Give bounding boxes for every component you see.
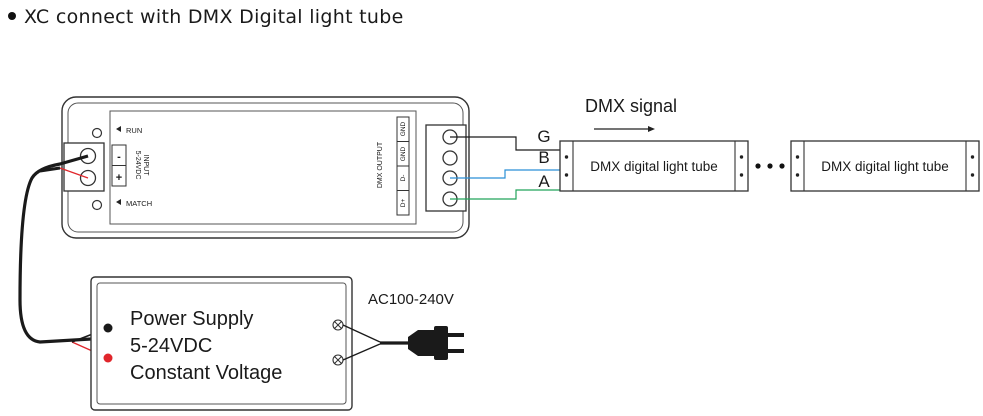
heading-text: XC connect with DMX Digital light tube <box>24 6 404 28</box>
ac-cable <box>342 324 408 361</box>
run-arrow-icon <box>116 126 121 132</box>
wire-b-label: B <box>538 148 549 167</box>
tube-2-label: DMX digital light tube <box>821 159 949 174</box>
plus-sign: + <box>116 172 122 184</box>
ac-voltage-label: AC100-240V <box>368 291 454 308</box>
output-screw-gnd-2-icon <box>442 150 458 166</box>
wire-g-label: G <box>537 127 550 146</box>
ac-terminal-n-icon <box>332 354 344 366</box>
ac-plug-icon <box>408 326 464 360</box>
wire-g <box>450 136 560 151</box>
dc-minus-terminal-icon <box>103 323 113 333</box>
input-voltage-label: 5-24VDC <box>134 151 141 180</box>
run-label: RUN <box>126 126 142 135</box>
power-supply-line2: 5-24VDC <box>130 335 212 357</box>
power-supply-line1: Power Supply <box>130 308 253 330</box>
match-led-icon <box>91 199 103 211</box>
diagram-heading: XC connect with DMX Digital light tube <box>8 6 404 28</box>
signal-arrow-icon <box>594 126 655 132</box>
xc-controller: RUN MATCH - + 5-24VDC INPUT DMX OUTPUT G… <box>61 96 470 239</box>
match-label: MATCH <box>126 199 152 208</box>
dc-plus-terminal-icon <box>103 353 113 363</box>
pin-label-gnd-1: GND <box>400 121 407 136</box>
input-label: INPUT <box>142 155 149 177</box>
wire-b <box>450 169 560 179</box>
power-supply: Power Supply 5-24VDC Constant Voltage <box>90 276 353 411</box>
pin-label-d-plus: D+ <box>400 199 407 208</box>
wire-a-label: A <box>538 172 550 191</box>
ac-terminal-l-icon <box>332 319 344 331</box>
pin-label-gnd-2: GND <box>400 146 407 161</box>
tube-1-label: DMX digital light tube <box>590 159 718 174</box>
run-led-icon <box>91 127 103 139</box>
minus-sign: - <box>117 151 121 163</box>
dmx-wires: G B A <box>450 127 560 200</box>
pin-label-d-minus: D- <box>400 175 407 182</box>
bullet-icon <box>8 11 16 20</box>
dmx-tube-1: DMX digital light tube <box>559 140 749 192</box>
dmx-tube-2: DMX digital light tube <box>790 140 980 192</box>
dmx-output-label: DMX OUTPUT <box>377 141 384 188</box>
wire-a <box>450 189 560 200</box>
match-arrow-icon <box>116 199 121 205</box>
dmx-signal-label: DMX signal <box>585 96 677 116</box>
ellipsis-icon <box>755 163 785 169</box>
power-supply-line3: Constant Voltage <box>130 362 282 384</box>
